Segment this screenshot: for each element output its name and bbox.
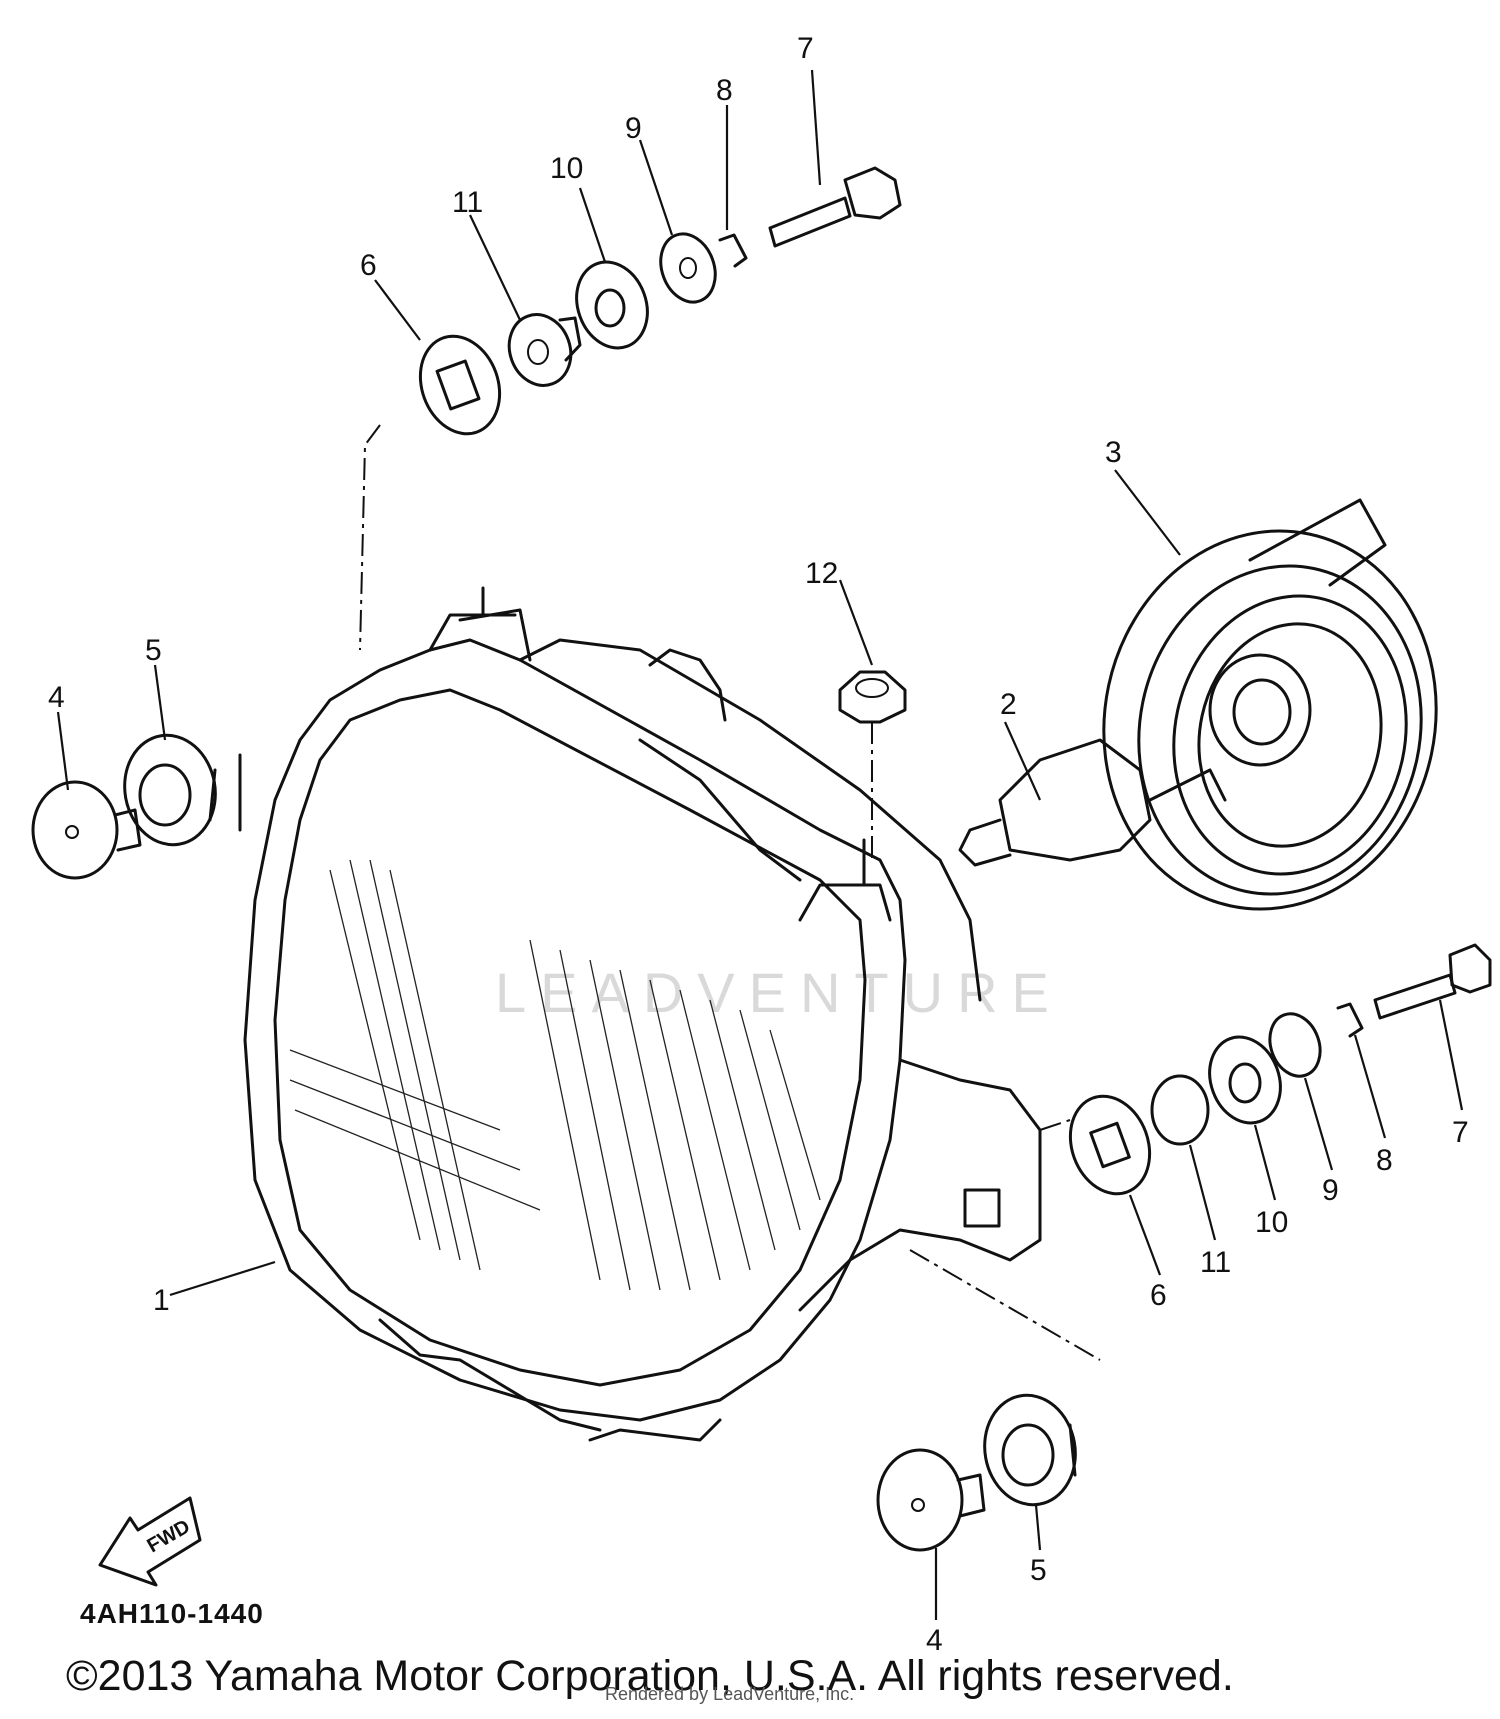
callout-6-top: 6 xyxy=(360,249,377,282)
callout-10-top: 10 xyxy=(550,152,583,185)
callout-6-right: 6 xyxy=(1150,1279,1167,1312)
callout-11-top: 11 xyxy=(452,186,483,219)
right-mount-stack xyxy=(1068,943,1492,1196)
bulb xyxy=(958,738,1227,867)
callout-7-top: 7 xyxy=(797,32,814,65)
copyright-notice: ©2013 Yamaha Motor Corporation, U.S.A. A… xyxy=(66,1652,1234,1700)
callout-8-top: 8 xyxy=(716,74,733,107)
leader-lines xyxy=(56,69,1464,1620)
callout-4-bottom: 4 xyxy=(926,1624,943,1657)
callout-5-bottom: 5 xyxy=(1030,1554,1047,1587)
bottom-damper-set xyxy=(876,1393,1077,1552)
socket-cover xyxy=(1102,498,1438,911)
callout-7-right: 7 xyxy=(1452,1116,1469,1149)
callout-8-right: 8 xyxy=(1376,1144,1393,1177)
callout-2: 2 xyxy=(1000,688,1017,721)
callout-3: 3 xyxy=(1105,436,1122,469)
diagram-part-code: 4AH110-1440 xyxy=(80,1598,264,1629)
headlight-unit xyxy=(243,586,1042,1442)
callout-numbers: 1 2 3 4 5 4 5 6 11 10 9 8 7 12 6 11 10 9… xyxy=(48,32,1469,1657)
top-mount-stack xyxy=(418,166,902,436)
leadventure-watermark: LEADVENTURE xyxy=(495,961,1063,1024)
callout-10-right: 10 xyxy=(1255,1206,1288,1239)
nut-12 xyxy=(838,670,907,724)
callout-4-left: 4 xyxy=(48,681,65,714)
callout-1: 1 xyxy=(153,1284,170,1317)
assembly-lines xyxy=(359,424,1101,1361)
rendered-by-credit: Rendered by LeadVenture, Inc. xyxy=(605,1684,855,1704)
left-damper-set xyxy=(31,733,242,880)
callout-9-right: 9 xyxy=(1322,1174,1339,1207)
lens-hatching xyxy=(289,859,821,1291)
callout-9-top: 9 xyxy=(625,112,642,145)
fwd-arrow-icon: FWD xyxy=(98,1496,202,1587)
callout-5-left: 5 xyxy=(145,634,162,667)
callout-11-right: 11 xyxy=(1200,1246,1231,1279)
callout-12: 12 xyxy=(805,557,838,590)
